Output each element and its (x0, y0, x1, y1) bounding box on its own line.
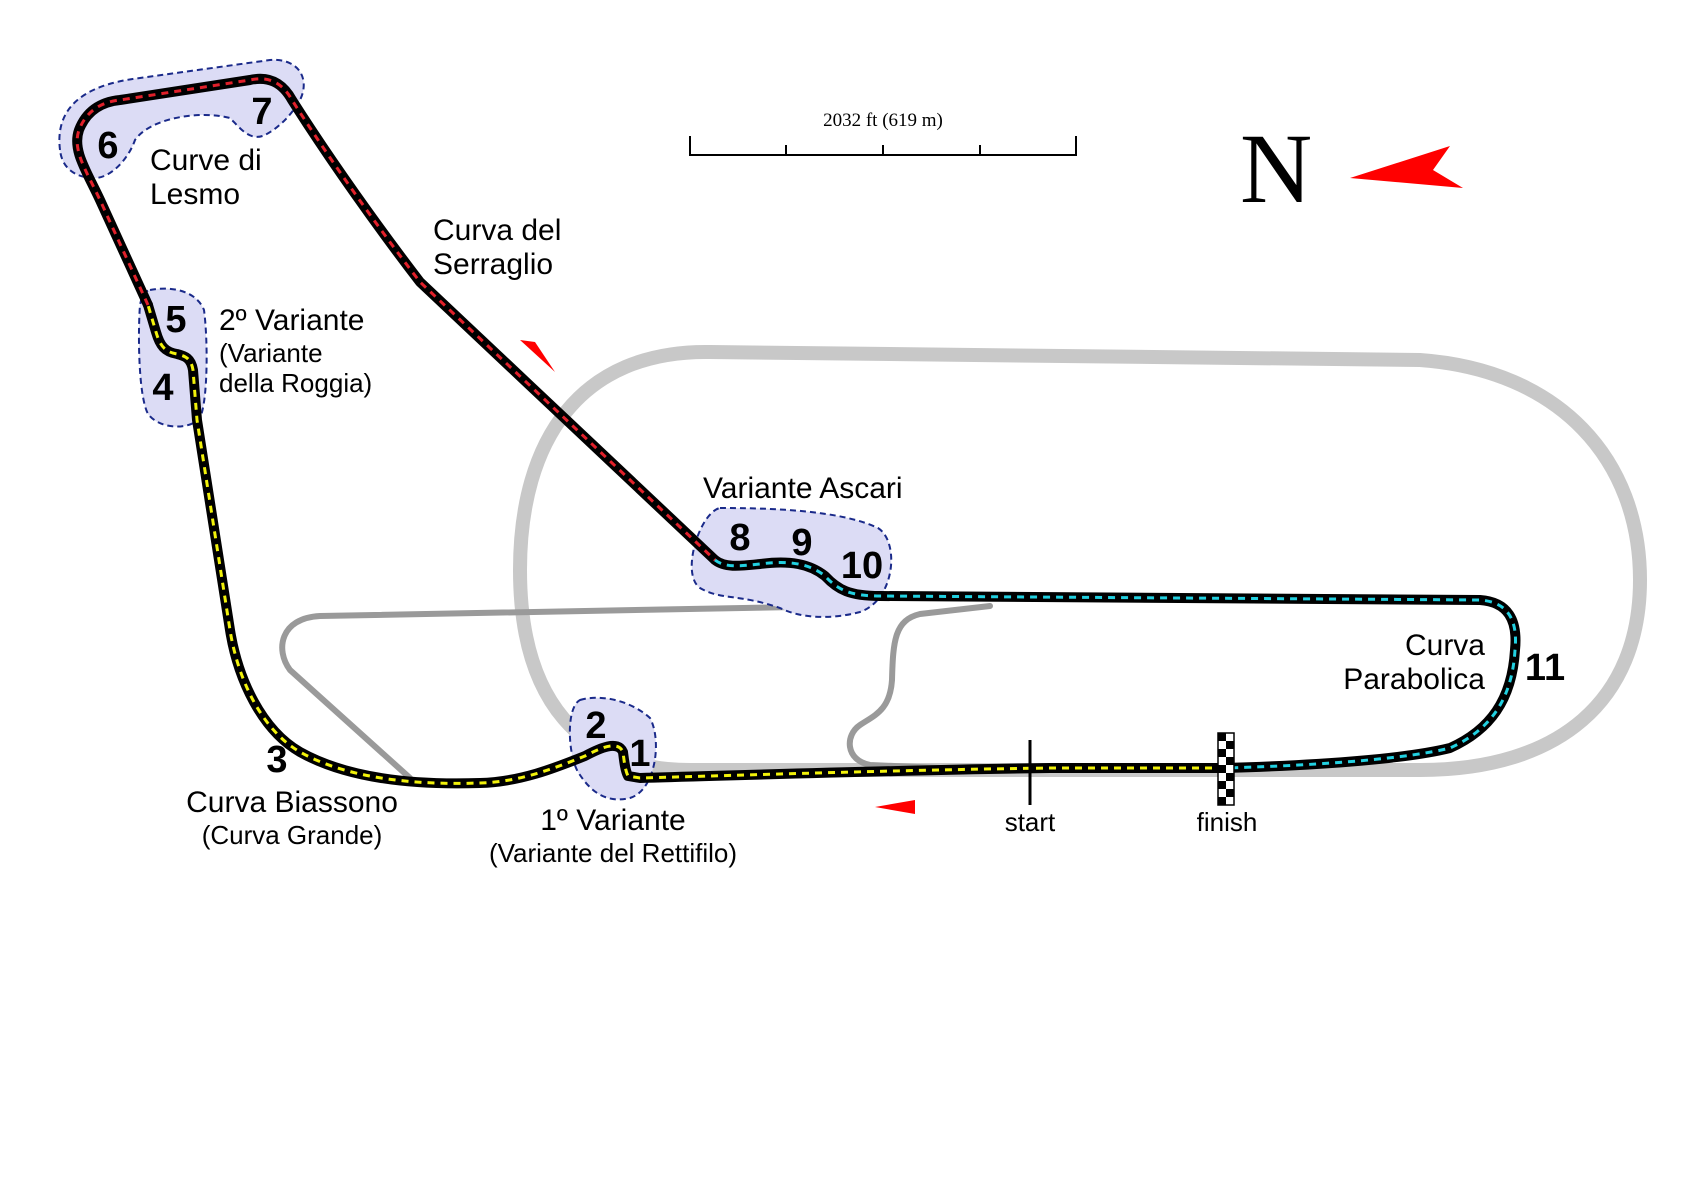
finish-line (1217, 732, 1235, 806)
zone-lesmo (58, 58, 305, 180)
label-variante1-1: 1º Variante (540, 804, 686, 837)
service-road-west (279, 603, 853, 781)
label-curva-del-serraglio-1: Curva del (433, 214, 561, 247)
label-finish: finish (1197, 807, 1258, 837)
turn-1-number: 1 (629, 733, 650, 775)
label-curve-di-lesmo-1: Curve di (150, 144, 262, 177)
sector-2-line (75, 77, 717, 562)
label-variante1-2: (Variante del Rettifilo) (489, 838, 737, 868)
label-curva-biassono-1: Curva Biassono (186, 786, 398, 819)
label-variante2-1: 2º Variante (219, 304, 365, 337)
north-arrow-icon (1350, 146, 1463, 188)
turn-10-number: 10 (841, 545, 883, 587)
turn-5-number: 5 (165, 299, 186, 341)
turn-6-number: 6 (97, 125, 118, 167)
north-label: N (1240, 113, 1312, 224)
turn-2-number: 2 (585, 705, 606, 747)
sector-1-line (146, 304, 1225, 785)
label-curva-biassono-2: (Curva Grande) (202, 820, 383, 850)
sector-3-line (714, 558, 1518, 770)
label-curve-di-lesmo-2: Lesmo (150, 178, 240, 211)
old-oval-track (513, 344, 1647, 777)
service-road-east (846, 603, 993, 771)
turn-11-number: 11 (1525, 647, 1565, 689)
label-variante-ascari: Variante Ascari (703, 472, 903, 505)
label-start: start (1005, 807, 1056, 837)
turn-9-number: 9 (791, 522, 812, 564)
direction-arrow-serraglio (520, 340, 555, 372)
label-variante2-3: della Roggia) (219, 368, 372, 398)
scale-label: 2032 ft (619 m) (823, 110, 943, 131)
label-curva-del-serraglio-2: Serraglio (433, 248, 553, 281)
label-curva-parabolica-2: Parabolica (1343, 663, 1485, 696)
turn-7-number: 7 (251, 91, 272, 133)
turn-8-number: 8 (729, 517, 750, 559)
turn-4-number: 4 (152, 367, 173, 409)
turn-3-number: 3 (266, 739, 287, 781)
direction-arrow-straight (875, 800, 915, 814)
label-curva-parabolica-1: Curva (1405, 629, 1485, 662)
north-indicator: N (1240, 113, 1463, 224)
label-variante2-2: (Variante (219, 338, 323, 368)
scale-bar: 2032 ft (619 m) (689, 110, 1077, 156)
